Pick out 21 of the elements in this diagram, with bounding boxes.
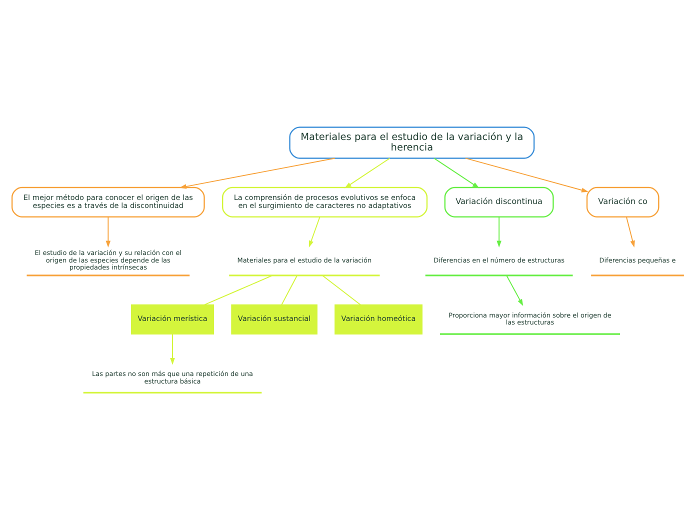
- connector: [322, 275, 361, 306]
- node-box: Variación sustancial: [231, 304, 318, 335]
- arrow: [506, 275, 524, 306]
- arrow: [496, 216, 502, 248]
- arrow: [626, 216, 635, 248]
- arrow: [344, 158, 390, 188]
- node-box: Materiales para el estudio de la variación y la herencia: [289, 126, 535, 159]
- node-box: Variación merística: [130, 304, 214, 335]
- arrow: [434, 158, 480, 188]
- connector: [204, 275, 273, 306]
- arrow: [308, 216, 320, 248]
- connector: [281, 275, 298, 306]
- node-box: La comprensión de procesos evolutivos se enfoca en el surgimiento de caracteres no adaptativos: [222, 186, 428, 218]
- node-box: Variación discontinua: [444, 186, 554, 218]
- arrow: [170, 334, 175, 365]
- arrow: [464, 158, 588, 192]
- arrow: [180, 158, 336, 189]
- arrow: [106, 216, 111, 248]
- node-box: El mejor método para conocer el origen de las especies es a través de la discontinuidad: [11, 186, 205, 218]
- node-box: Variación co: [586, 186, 660, 218]
- node-box: Variación homeótica: [334, 304, 423, 335]
